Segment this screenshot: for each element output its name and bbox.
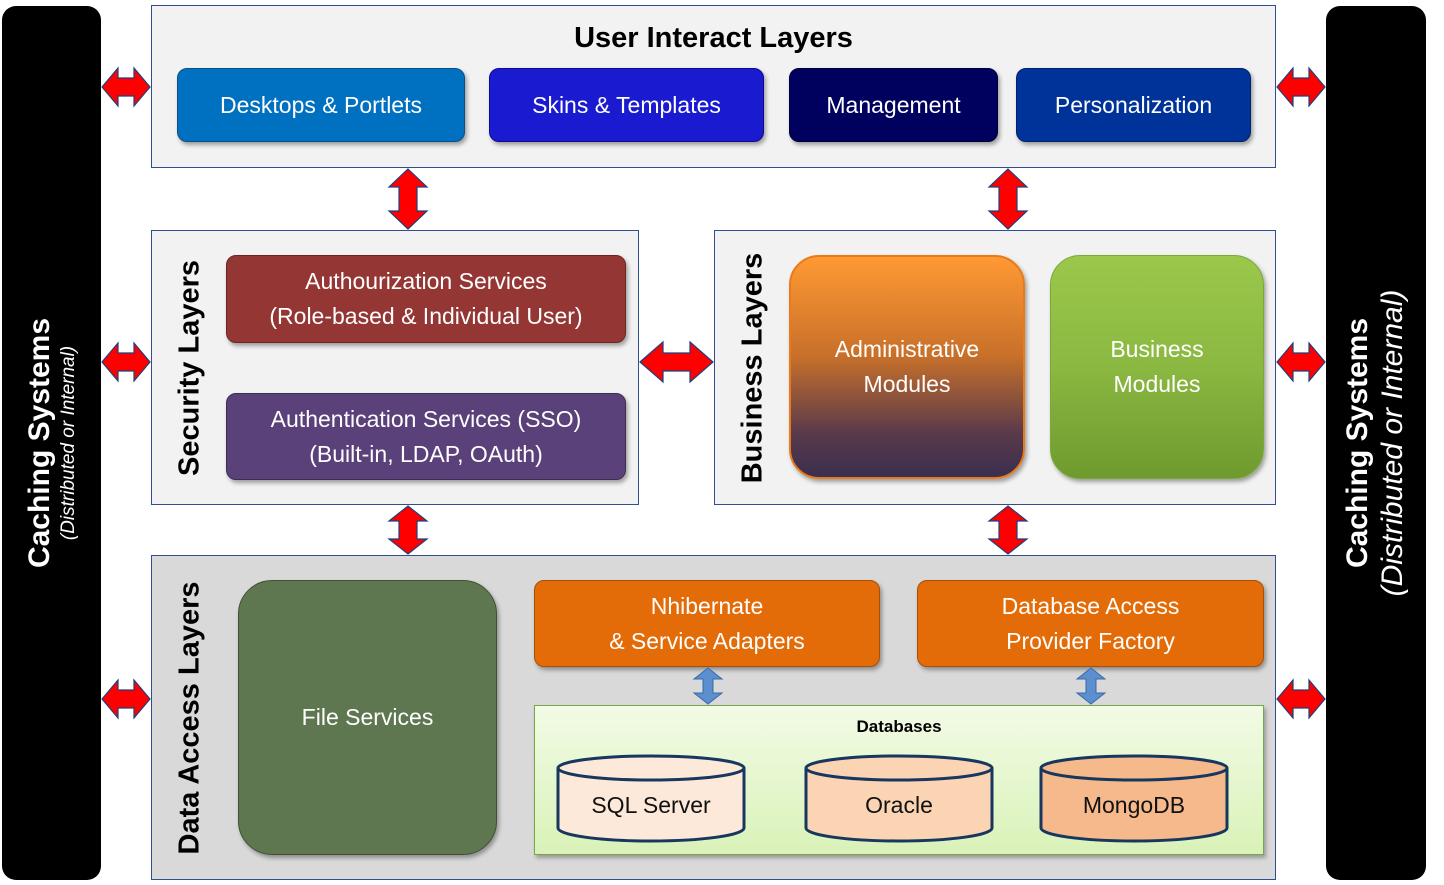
business-line2: Modules [1113, 371, 1201, 397]
nhibernate-line2: & Service Adapters [609, 627, 805, 654]
business-data-double-arrow-icon [987, 505, 1029, 555]
databases-title: Databases [856, 717, 942, 736]
desktops-portlets-box: Desktops & Portlets [177, 68, 465, 142]
administrative-line1: Administrative [834, 336, 980, 362]
provider-databases-arrow-icon [1075, 667, 1107, 705]
right-data-double-arrow-icon [1276, 678, 1326, 720]
authentication-services-box: Authentication Services (SSO) (Built-in,… [226, 393, 626, 480]
right-business-double-arrow-icon [1276, 341, 1326, 383]
business-layer-title: Business Layers [736, 252, 769, 483]
mongodb-cylinder-icon [1039, 754, 1229, 843]
database-access-line1: Database Access [1001, 592, 1180, 619]
caching-title-left: Caching Systems [22, 317, 56, 569]
administrative-line2: Modules [863, 371, 951, 397]
caching-systems-left: Caching Systems (Distributed or Internal… [2, 6, 101, 880]
left-data-double-arrow-icon [101, 678, 151, 720]
authorization-services-box: Authourization Services (Role-based & In… [226, 255, 626, 343]
security-business-double-arrow-icon [639, 340, 714, 384]
authentication-line1: Authentication Services (SSO) [270, 405, 582, 432]
caching-title-right: Caching Systems [1341, 317, 1374, 569]
left-user-double-arrow-icon [101, 66, 151, 108]
sql-server-cylinder-icon [556, 754, 746, 843]
data-access-layer-title: Data Access Layers [173, 581, 206, 854]
user-business-double-arrow-icon [987, 168, 1029, 230]
skins-templates-box: Skins & Templates [489, 68, 764, 142]
oracle-label: Oracle [865, 792, 933, 818]
oracle-cylinder-icon [804, 754, 994, 843]
authentication-line2: (Built-in, LDAP, OAuth) [309, 440, 543, 467]
authorization-line2: (Role-based & Individual User) [269, 303, 583, 329]
business-modules-box: Business Modules [1050, 255, 1264, 479]
nhibernate-databases-arrow-icon [692, 667, 724, 705]
left-security-double-arrow-icon [101, 341, 151, 383]
caching-subtitle-right: (Distributed or Internal) [1376, 289, 1409, 597]
user-layer-title: User Interact Layers [574, 22, 853, 54]
mongodb-label: MongoDB [1082, 792, 1186, 818]
database-access-line2: Provider Factory [1006, 627, 1175, 654]
file-services-label: File Services [301, 704, 434, 730]
user-security-double-arrow-icon [387, 168, 429, 230]
sql-server-label: SQL Server [591, 792, 711, 818]
personalization-box: Personalization [1016, 68, 1251, 142]
administrative-modules-box: Administrative Modules [789, 255, 1025, 479]
database-access-box: Database Access Provider Factory [917, 580, 1264, 667]
file-services-box: File Services [238, 580, 497, 855]
personalization-label: Personalization [1054, 91, 1213, 118]
authorization-line1: Authourization Services [305, 268, 547, 294]
skins-templates-label: Skins & Templates [532, 91, 721, 118]
caching-subtitle-left: (Distributed or Internal) [57, 345, 79, 541]
caching-systems-right: Caching Systems (Distributed or Internal… [1326, 6, 1426, 880]
desktops-portlets-label: Desktops & Portlets [220, 91, 422, 118]
nhibernate-box: Nhibernate & Service Adapters [534, 580, 880, 667]
management-box: Management [789, 68, 998, 142]
nhibernate-line1: Nhibernate [650, 592, 764, 619]
business-line1: Business [1110, 336, 1204, 362]
management-label: Management [826, 91, 961, 118]
right-user-double-arrow-icon [1276, 66, 1326, 108]
security-layer-title: Security Layers [173, 259, 206, 476]
security-data-double-arrow-icon [387, 505, 429, 555]
